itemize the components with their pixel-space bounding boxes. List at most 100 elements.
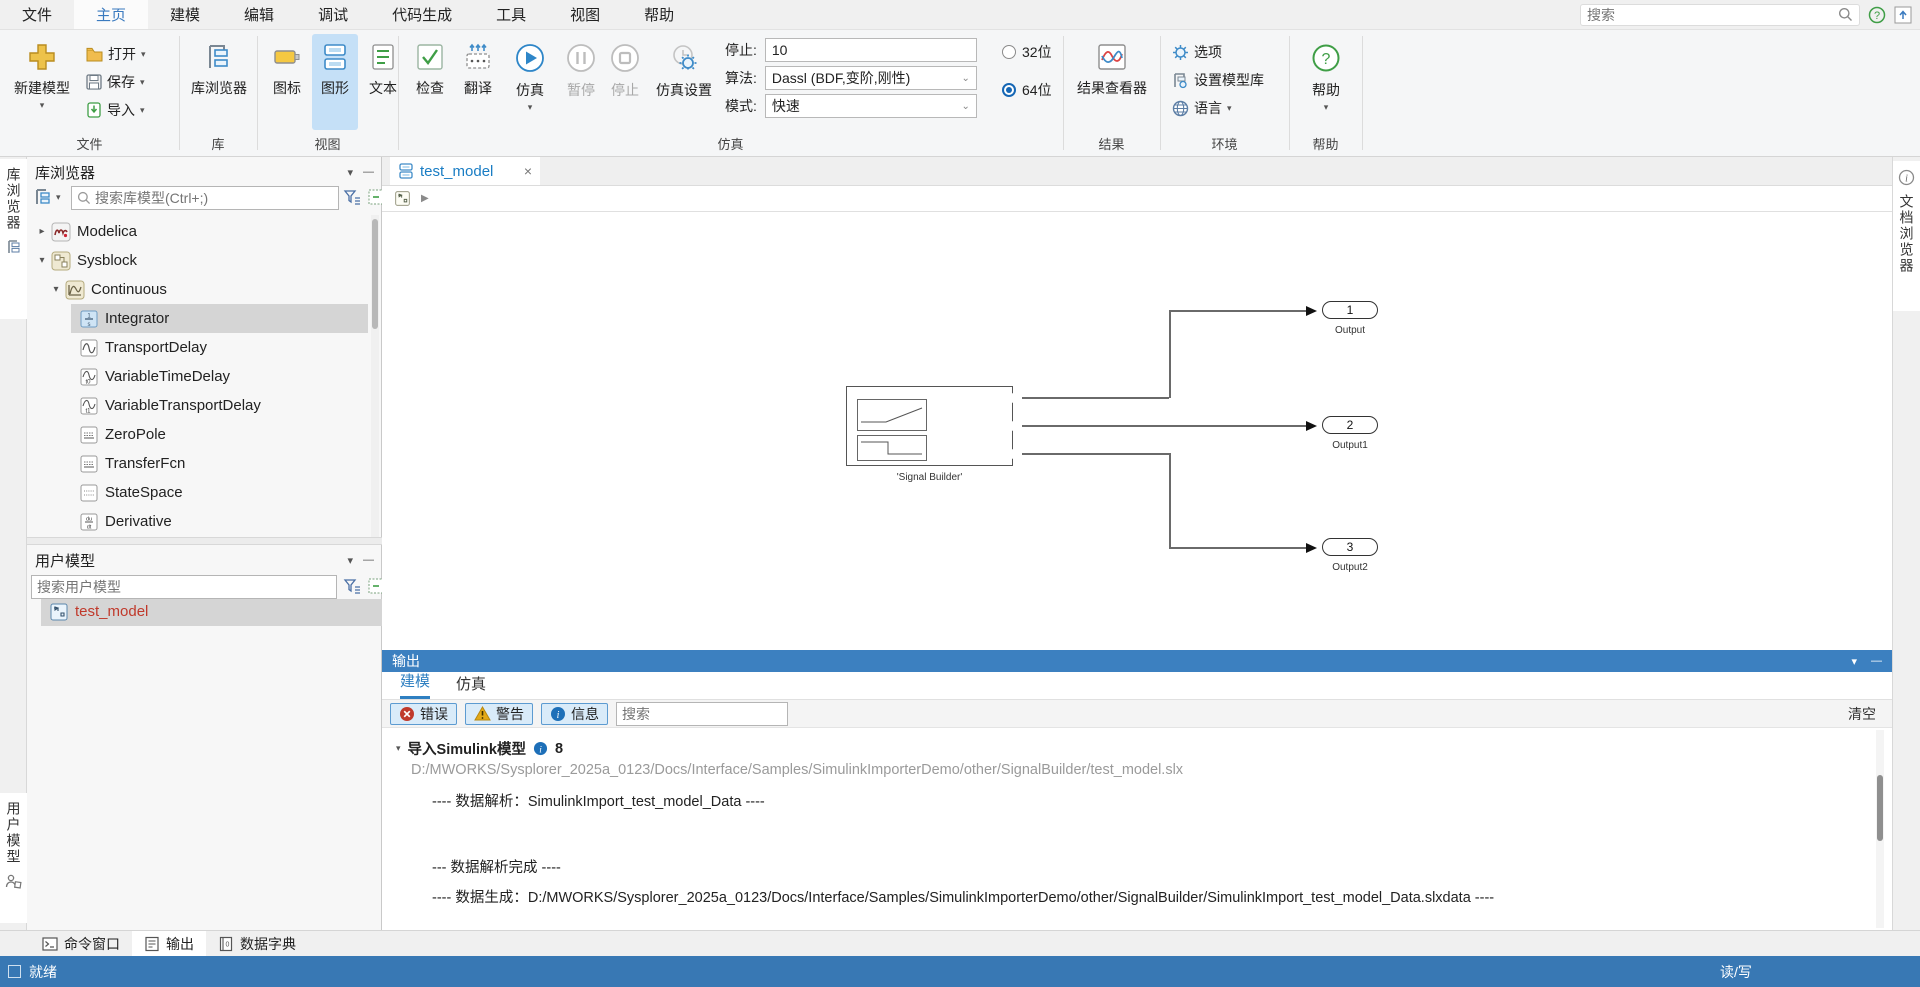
sim-settings-button[interactable]: 仿真设置 [646,34,722,130]
filter-icon[interactable] [343,188,361,206]
library-browser-button[interactable]: 库浏览器 [184,34,254,130]
wire-3[interactable] [1169,547,1306,549]
stop-button[interactable]: 停止 [602,34,648,130]
bottom-tab-command-window[interactable]: 命令窗口 [30,931,132,956]
log-group-row[interactable]: ▾ 导入Simulink模型 i 8 [396,738,563,759]
menu-modeling[interactable]: 建模 [170,7,201,24]
icon-view-button[interactable]: 图标 [264,34,310,130]
menu-codegen[interactable]: 代码生成 [392,7,453,24]
save-button[interactable]: 保存 ▾ [82,70,178,94]
tree-item-continuous[interactable]: ▾ Continuous [27,275,382,304]
tree-item-test-model[interactable]: test_model [27,598,382,625]
output-port-1[interactable] [1011,392,1021,404]
panel-menu-icon[interactable]: ▾ [1851,655,1857,668]
wire-1[interactable] [1169,310,1171,398]
editor-tab-test-model[interactable]: test_model × [390,157,540,185]
chevron-expanded-icon[interactable]: ▾ [39,255,45,266]
model-canvas[interactable]: 'Signal Builder' 1 Output 2 Output1 3 Ou… [382,212,1892,650]
panel-menu-icon[interactable]: ▾ [347,554,353,567]
chevron-collapsed-icon[interactable]: ▸ [39,226,45,237]
output-tab-modeling[interactable]: 建模 [400,670,431,699]
translate-button[interactable]: 翻译 [454,34,502,130]
dock-tab-user-model[interactable]: 用户模型 [0,793,27,923]
result-viewer-button[interactable]: 结果查看器 [1068,34,1156,130]
panel-menu-icon[interactable]: ▾ [347,166,353,179]
library-tree-scrollbar[interactable] [371,215,379,537]
bottom-tab-output[interactable]: 输出 [132,931,206,956]
check-button[interactable]: 检查 [406,34,454,130]
global-search-input[interactable] [1587,6,1838,23]
library-search-box[interactable] [71,186,339,210]
stop-time-input[interactable]: 10 [764,38,977,62]
outport-label-2[interactable]: Output1 [1332,440,1368,451]
menu-debug[interactable]: 调试 [318,7,349,24]
wire-3[interactable] [1022,453,1169,455]
global-search-box[interactable] [1580,3,1860,26]
set-model-lib-button[interactable]: 设置模型库 [1168,68,1284,92]
wire-2[interactable] [1022,425,1306,427]
tree-item-transportdelay[interactable]: TransportDelay [27,333,382,362]
chevron-expanded-icon[interactable]: ▾ [53,284,59,295]
menu-help[interactable]: 帮助 [644,7,675,24]
diagram-view-button[interactable]: 图形 [312,34,358,130]
tree-item-zeropole[interactable]: ZeroPole [27,420,382,449]
import-button[interactable]: 导入 ▾ [82,98,178,122]
radio-64bit[interactable]: 64位 [1002,80,1052,100]
block-label[interactable]: 'Signal Builder' [896,472,963,483]
help-button[interactable]: ? 帮助 ▾ [1296,34,1356,130]
tree-item-modelica[interactable]: ▸ Modelica [27,217,382,246]
panel-minimize-icon[interactable]: — [363,166,374,178]
chevron-expanded-icon[interactable]: ▾ [396,743,401,753]
pause-button[interactable]: 暂停 [558,34,604,130]
output-tab-simulation[interactable]: 仿真 [456,676,487,693]
options-button[interactable]: 选项 [1168,40,1284,64]
radio-32bit[interactable]: 32位 [1002,42,1052,62]
output-port-3[interactable] [1011,448,1021,460]
wire-3[interactable] [1169,453,1171,547]
new-model-button[interactable]: 新建模型 ▾ [8,34,76,130]
log-search-input[interactable] [622,705,782,722]
clear-log-button[interactable]: 清空 [1848,705,1876,722]
mode-select[interactable]: 快速⌄ [764,94,977,118]
user-search-input[interactable] [37,579,331,595]
output-log[interactable]: ▾ 导入Simulink模型 i 8 D:/MWORKS/Sysplorer_2… [382,728,1892,930]
language-button[interactable]: 语言 ▾ [1168,96,1284,120]
library-view-mode-button[interactable]: ▾ [33,187,61,207]
bottom-tab-data-dictionary[interactable]: 0 数据字典 [206,931,308,956]
menu-edit[interactable]: 编辑 [244,7,275,24]
menu-view[interactable]: 视图 [570,7,601,24]
wire-1[interactable] [1169,310,1306,312]
panel-minimize-icon[interactable]: — [363,554,374,566]
menu-tools[interactable]: 工具 [496,7,527,24]
tree-item-variabletransportdelay[interactable]: t1 VariableTransportDelay [27,391,382,420]
tree-item-transferfcn[interactable]: TransferFcn [27,449,382,478]
panel-minimize-icon[interactable]: — [1871,655,1882,667]
library-search-input[interactable] [95,190,333,206]
open-button[interactable]: 打开 ▾ [82,42,178,66]
model-root-icon[interactable] [394,190,411,207]
algorithm-select[interactable]: Dassl (BDF,变阶,刚性)⌄ [764,66,977,90]
simulate-button[interactable]: 仿真 ▾ [506,34,554,130]
outport-label-3[interactable]: Output2 [1332,562,1368,573]
outport-block-1[interactable]: 1 [1322,301,1378,319]
menu-file[interactable]: 文件 [22,7,53,24]
outport-block-2[interactable]: 2 [1322,416,1378,434]
user-search-box[interactable] [31,575,337,599]
help-icon[interactable]: ? [1868,6,1886,24]
dock-tab-doc-browser[interactable]: i 文档浏览器 [1893,161,1920,311]
filter-warnings-button[interactable]: 警告 [465,702,533,725]
signal-builder-block[interactable] [846,386,1021,466]
close-tab-icon[interactable]: × [523,163,532,179]
collapse-all-icon[interactable] [367,188,385,206]
panel-splitter[interactable] [27,537,382,545]
outport-block-3[interactable]: 3 [1322,538,1378,556]
tree-item-statespace[interactable]: StateSpace [27,478,382,507]
tree-item-sysblock[interactable]: ▾ Sysblock [27,246,382,275]
output-port-2[interactable] [1011,420,1021,432]
text-view-button[interactable]: 文本 [360,34,406,130]
log-scrollbar[interactable] [1876,730,1884,928]
collapse-ribbon-icon[interactable] [1894,6,1912,24]
wire-1[interactable] [1022,397,1169,399]
